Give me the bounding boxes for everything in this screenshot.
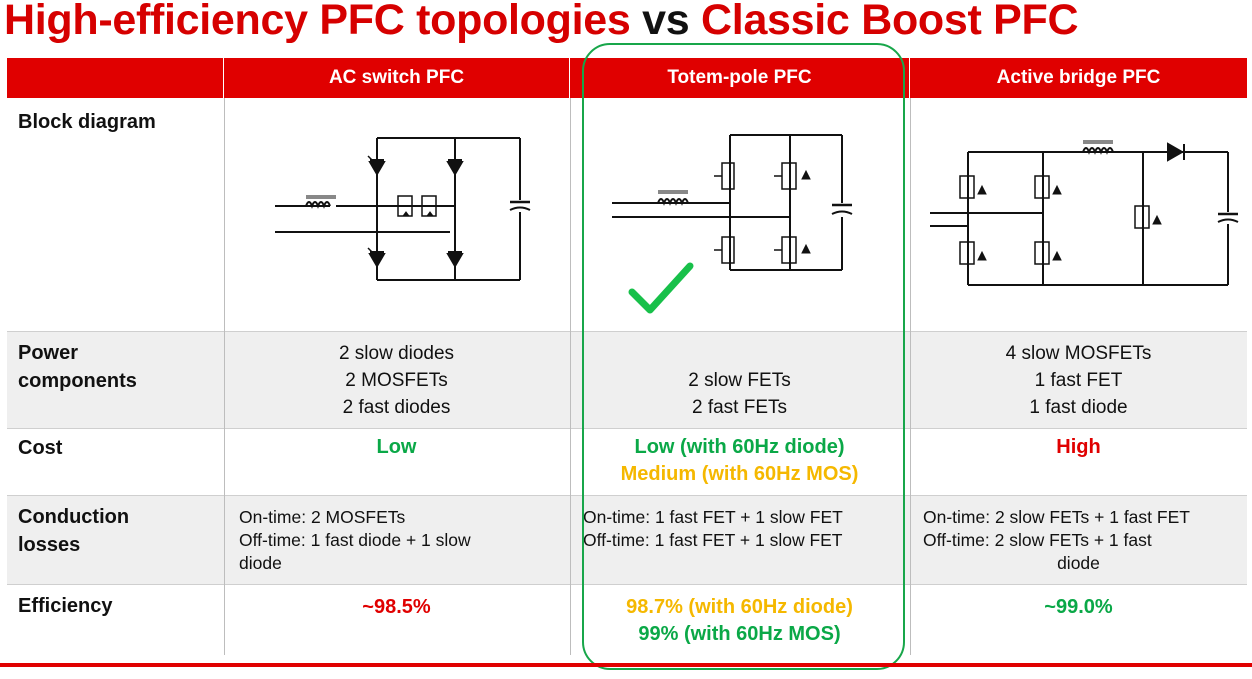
col-divider [224,98,225,655]
col-divider [570,98,571,655]
row-cost [7,428,1247,495]
cost-totem-pole: Low (with 60Hz diode) Medium (with 60Hz … [570,434,909,488]
col-divider [910,98,911,655]
efficiency-tp-line1: 98.7% (with 60Hz diode) [626,596,853,618]
row-power-components [7,331,1247,428]
conduction-active-bridge: On-time: 2 slow FETs + 1 fast FET Off-ti… [912,506,1245,575]
title-part1: High-efficiency PFC topologies [4,0,631,44]
header-corner [7,58,223,98]
label-power-line2: components [18,370,137,392]
label-conduction-line2: losses [18,534,81,556]
label-cost: Cost [18,437,63,459]
cost-tp-line2: Medium (with 60Hz MOS) [620,463,859,485]
header-active-bridge: Active bridge PFC [910,58,1247,98]
conduction-tp-line: Off-time: 1 fast FET + 1 slow FET [583,530,843,550]
header-totem-pole: Totem-pole PFC [570,58,909,98]
efficiency-tp-line2: 99% (with 60Hz MOS) [638,623,841,645]
conduction-totem-pole: On-time: 1 fast FET + 1 slow FET Off-tim… [572,506,907,552]
label-power-line1: Power [18,342,79,364]
conduction-ac-switch: On-time: 2 MOSFETs Off-time: 1 fast diod… [239,506,559,575]
label-power-components: Power components [18,339,137,395]
power-ab-line: 1 fast FET [1034,370,1123,391]
power-active-bridge: 4 slow MOSFETs 1 fast FET 1 fast diode [910,340,1247,421]
efficiency-totem-pole: 98.7% (with 60Hz diode) 99% (with 60Hz M… [570,594,909,648]
power-ac-line: 2 fast diodes [342,397,451,418]
label-conduction-line1: Conduction [18,506,130,528]
title-part2: vs [642,0,690,44]
slide-title: High-efficiency PFC topologies vs Classi… [4,0,1079,45]
power-tp-line: 2 slow FETs [688,370,791,391]
ac-switch-schematic [275,137,531,281]
totem-pole-schematic [612,134,853,271]
row-divider [7,495,1247,496]
row-divider [7,428,1247,429]
label-block-diagram: Block diagram [18,111,156,133]
conduction-ab-line: Off-time: 2 slow FETs + 1 fast [923,530,1152,550]
row-conduction [7,495,1247,584]
bottom-rule [0,663,1252,667]
conduction-tp-line: On-time: 1 fast FET + 1 slow FET [583,507,843,527]
header-ac-switch: AC switch PFC [224,58,569,98]
label-conduction: Conduction losses [18,503,129,559]
title-part3: Classic Boost PFC [701,0,1079,44]
power-tp-line: 2 fast FETs [691,397,788,418]
checkmark-icon [628,262,694,314]
efficiency-active-bridge: ~99.0% [1044,596,1113,618]
cost-active-bridge: High [1056,436,1101,458]
efficiency-ac-switch: ~98.5% [362,596,431,618]
row-divider [7,584,1247,585]
power-ac-switch: 2 slow diodes 2 MOSFETs 2 fast diodes [224,340,569,421]
conduction-ac-line: On-time: 2 MOSFETs [239,507,406,527]
cost-tp-line1: Low (with 60Hz diode) [634,436,845,458]
power-ab-line: 1 fast diode [1029,397,1128,418]
conduction-ab-line: diode [1057,553,1100,573]
totem-pole-highlight [582,43,905,670]
conduction-ac-line: diode [239,553,282,573]
row-efficiency [7,584,1247,655]
label-efficiency: Efficiency [18,595,113,617]
cost-ac-switch: Low [376,436,417,458]
power-ac-line: 2 MOSFETs [345,370,448,391]
row-divider [7,331,1247,332]
power-totem-pole: 2 slow FETs 2 fast FETs [570,367,909,421]
power-ac-line: 2 slow diodes [338,343,455,364]
row-block-diagram [7,98,1247,331]
power-ab-line: 4 slow MOSFETs [1005,343,1152,364]
active-bridge-schematic [930,140,1239,286]
conduction-ab-line: On-time: 2 slow FETs + 1 fast FET [923,507,1190,527]
conduction-ac-line: Off-time: 1 fast diode + 1 slow [239,530,471,550]
